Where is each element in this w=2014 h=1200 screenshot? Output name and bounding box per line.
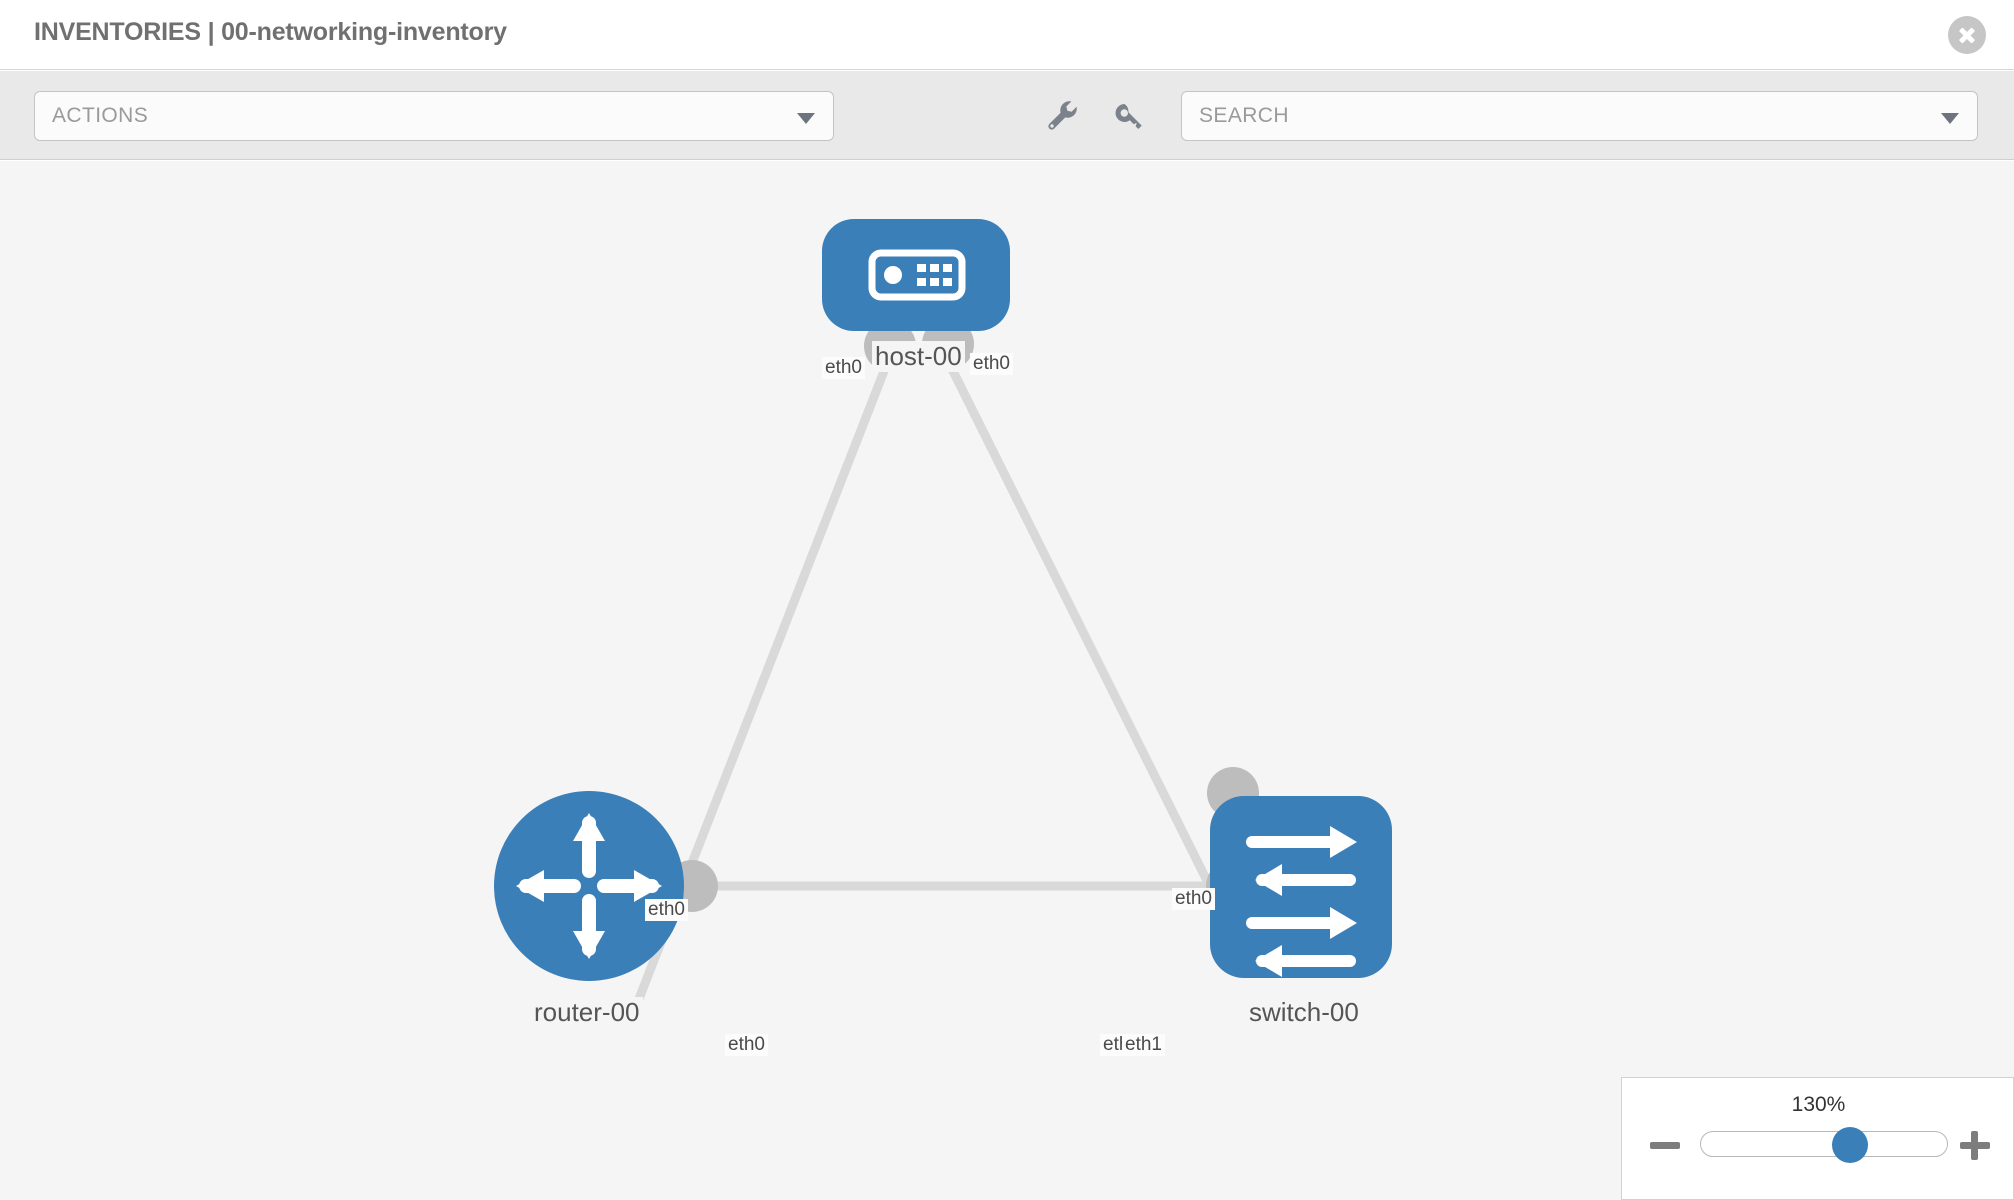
wrench-glyph: [1048, 101, 1077, 130]
page-title: INVENTORIES | 00-networking-inventory: [34, 18, 507, 46]
search-input[interactable]: SEARCH: [1181, 91, 1978, 141]
node-label-switch-00: switch-00: [1246, 997, 1362, 1028]
iface-label-switch-eth1: eth1: [1122, 1034, 1165, 1056]
actions-dropdown-label: ACTIONS: [52, 104, 149, 127]
iface-label-host-eth0-right: eth0: [970, 353, 1013, 375]
zoom-slider[interactable]: [1700, 1127, 1948, 1163]
zoom-in-button[interactable]: [1958, 1128, 1992, 1162]
chevron-down-icon: [797, 113, 815, 124]
key-icon[interactable]: [1106, 91, 1154, 139]
connector-layer: [666, 318, 1259, 912]
link-layer: [630, 358, 1247, 1011]
topology-graph: [494, 219, 1392, 1011]
key-glyph: [1115, 104, 1142, 129]
link-host-switch[interactable]: [943, 358, 1247, 954]
node-label-host-00: host-00: [872, 341, 965, 372]
page-header: INVENTORIES | 00-networking-inventory: [0, 0, 2014, 70]
zoom-slider-thumb[interactable]: [1832, 1127, 1868, 1163]
iface-label-host-eth0-left: eth0: [822, 357, 865, 379]
actions-dropdown[interactable]: ACTIONS: [34, 91, 834, 141]
node-label-router-00: router-00: [531, 997, 643, 1028]
zoom-level-value: 130%: [1791, 1093, 1846, 1116]
node-router-00[interactable]: [494, 791, 684, 981]
close-icon[interactable]: [1948, 16, 1986, 54]
toolbar: ACTIONS SEARCH: [0, 71, 2014, 160]
topology-canvas[interactable]: host-00 router-00 switch-00 eth0 eth0 et…: [0, 161, 2014, 1200]
node-switch-00[interactable]: [1210, 796, 1392, 978]
iface-label-router-eth0-uplink: eth0: [645, 899, 688, 921]
wrench-icon[interactable]: [1038, 91, 1086, 139]
iface-label-switch-eth0-uplink: eth0: [1172, 888, 1215, 910]
iface-label-router-eth0: eth0: [725, 1034, 768, 1056]
chevron-down-icon: [1941, 113, 1959, 124]
search-placeholder: SEARCH: [1199, 104, 1289, 127]
zoom-control-panel: 130%: [1621, 1077, 2014, 1200]
node-host-00[interactable]: [822, 219, 1010, 331]
zoom-out-button[interactable]: [1648, 1128, 1682, 1162]
